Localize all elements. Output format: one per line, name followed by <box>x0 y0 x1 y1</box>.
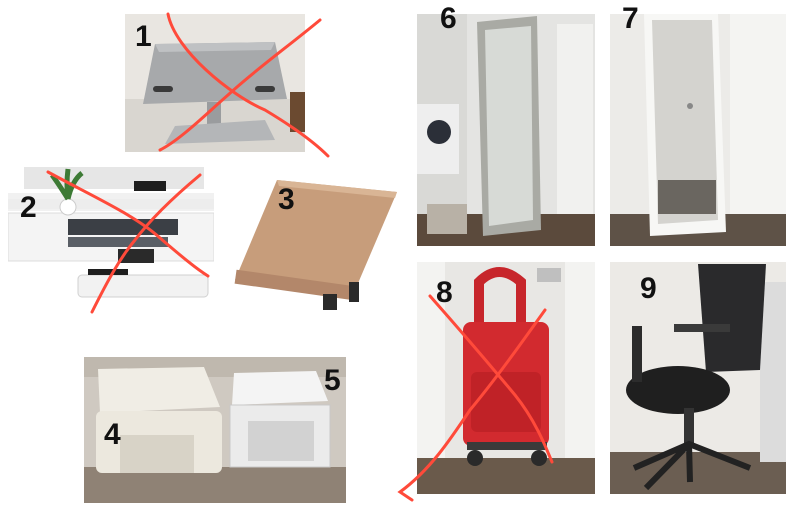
item-number-4: 4 <box>104 418 121 451</box>
photo-mirror-grey <box>417 14 595 246</box>
item-number-8: 8 <box>436 276 453 309</box>
item-number-5: 5 <box>324 364 341 397</box>
step-stools-image <box>84 357 346 503</box>
item-number-1: 1 <box>135 20 152 53</box>
photo-office-chair <box>610 262 786 494</box>
item-number-6: 6 <box>440 2 457 35</box>
book-stand-image <box>223 170 403 315</box>
item-number-7: 7 <box>622 2 639 35</box>
photo-book-stand <box>223 170 403 315</box>
mirror-grey-image <box>417 14 595 246</box>
photo-step-stools <box>84 357 346 503</box>
photo-desk-riser <box>8 163 214 311</box>
item-number-2: 2 <box>20 191 37 224</box>
item-number-3: 3 <box>278 183 295 216</box>
mirror-white-image <box>610 14 786 246</box>
desk-riser-image <box>8 163 214 311</box>
laptop-stand-image <box>125 14 305 152</box>
office-chair-image <box>610 262 786 494</box>
photo-mirror-white <box>610 14 786 246</box>
photo-laptop-stand <box>125 14 305 152</box>
item-number-9: 9 <box>640 272 657 305</box>
